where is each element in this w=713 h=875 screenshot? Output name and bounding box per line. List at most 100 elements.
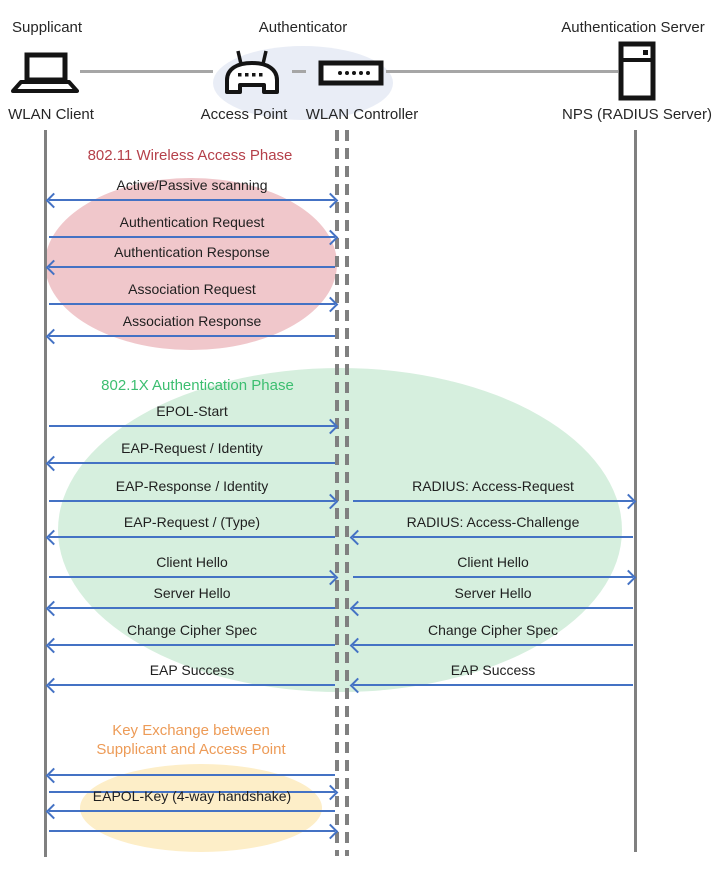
server-tower-icon bbox=[618, 41, 656, 101]
message-change-cipher-spec-left: Change Cipher Spec bbox=[45, 622, 336, 654]
lifeline-radius-server bbox=[634, 130, 637, 852]
message-handshake-1 bbox=[45, 752, 336, 784]
arrowhead-right-icon bbox=[322, 296, 339, 313]
arrow-line bbox=[353, 644, 633, 646]
lifeline-authenticator-dashed-left bbox=[335, 130, 339, 856]
controller-box-icon bbox=[318, 60, 384, 86]
role-authenticator: Authenticator bbox=[258, 19, 348, 36]
role-supplicant: Supplicant bbox=[12, 19, 83, 36]
message-arrow bbox=[45, 259, 336, 276]
arrowhead-left-icon bbox=[349, 529, 366, 546]
message-eapol-key-handshake: EAPOL-Key (4-way handshake) bbox=[45, 788, 336, 820]
message-label: RADIUS: Access-Challenge bbox=[406, 514, 580, 530]
arrowhead-left-icon bbox=[349, 600, 366, 617]
arrowhead-right-icon bbox=[322, 229, 339, 246]
message-arrow bbox=[352, 569, 637, 586]
message-server-hello-left: Server Hello bbox=[45, 585, 336, 617]
arrowhead-right-icon bbox=[322, 823, 339, 840]
message-arrow bbox=[45, 600, 336, 617]
message-label: Change Cipher Spec bbox=[127, 622, 257, 638]
arrow-line bbox=[49, 576, 335, 578]
message-label: Authentication Request bbox=[119, 214, 265, 230]
arrowhead-right-icon bbox=[620, 569, 637, 586]
arrow-line bbox=[353, 536, 633, 538]
arrowhead-right-icon bbox=[322, 569, 339, 586]
arrow-line bbox=[49, 607, 335, 609]
message-label: Association Response bbox=[122, 313, 262, 329]
arrowhead-left-icon bbox=[349, 677, 366, 694]
message-arrow bbox=[45, 767, 336, 784]
message-arrow bbox=[48, 229, 339, 246]
message-label: Active/Passive scanning bbox=[116, 177, 268, 193]
message-arrow bbox=[349, 529, 634, 546]
message-arrow bbox=[349, 600, 634, 617]
message-arrow bbox=[45, 192, 339, 209]
message-label: EAP Success bbox=[149, 662, 235, 678]
arrow-line bbox=[353, 684, 633, 686]
arrowhead-left-icon bbox=[45, 259, 62, 276]
message-arrow bbox=[45, 529, 336, 546]
message-label bbox=[48, 808, 336, 825]
laptop-icon bbox=[11, 52, 79, 93]
arrowhead-left-icon bbox=[45, 529, 62, 546]
connector-wlc-server bbox=[386, 70, 618, 73]
arrow-line bbox=[353, 576, 633, 578]
arrowhead-left-icon bbox=[45, 455, 62, 472]
arrowhead-left-icon bbox=[45, 328, 62, 345]
message-label: EAP-Request / (Type) bbox=[123, 514, 261, 530]
message-change-cipher-spec-right: Change Cipher Spec bbox=[349, 622, 634, 654]
message-association-response: Association Response bbox=[45, 313, 336, 345]
message-label: Association Request bbox=[128, 281, 256, 297]
phase2-ellipse bbox=[58, 368, 622, 692]
message-eap-response-identity: EAP-Response / Identity bbox=[48, 478, 339, 510]
message-arrow bbox=[45, 455, 336, 472]
role-authentication-server: Authentication Server bbox=[561, 19, 705, 36]
arrow-line bbox=[49, 500, 335, 502]
device-nps-radius-server: NPS (RADIUS Server) bbox=[561, 106, 713, 123]
device-wlan-controller: WLAN Controller bbox=[305, 106, 419, 123]
connector-client-ap bbox=[80, 70, 213, 73]
arrow-line bbox=[49, 199, 335, 201]
message-arrow bbox=[48, 418, 339, 435]
message-authentication-request: Authentication Request bbox=[48, 214, 339, 246]
arrow-line bbox=[49, 236, 335, 238]
message-label: RADIUS: Access-Request bbox=[412, 478, 574, 494]
message-arrow bbox=[48, 784, 339, 801]
arrowhead-left-icon bbox=[45, 192, 62, 209]
message-handshake-4 bbox=[48, 808, 339, 840]
arrow-line bbox=[49, 830, 335, 832]
message-radius-access-request: RADIUS: Access-Request bbox=[352, 478, 637, 510]
message-eap-success-right: EAP Success bbox=[349, 662, 634, 694]
lifeline-wlan-client bbox=[44, 130, 47, 857]
arrow-line bbox=[353, 500, 633, 502]
message-arrow bbox=[349, 637, 634, 654]
message-label: Authentication Response bbox=[114, 244, 270, 260]
message-label: Client Hello bbox=[156, 554, 228, 570]
wireless-router-icon bbox=[225, 50, 279, 94]
arrow-line bbox=[49, 684, 335, 686]
arrow-line bbox=[49, 335, 335, 337]
message-label: EAP-Request / Identity bbox=[121, 440, 263, 456]
message-label: Change Cipher Spec bbox=[428, 622, 558, 638]
message-server-hello-right: Server Hello bbox=[349, 585, 634, 617]
arrow-line bbox=[49, 536, 335, 538]
message-arrow bbox=[349, 677, 634, 694]
arrow-line bbox=[49, 774, 335, 776]
arrow-line bbox=[353, 607, 633, 609]
phase3-ellipse bbox=[80, 764, 322, 852]
phase3-title: Key Exchange between Supplicant and Acce… bbox=[80, 721, 302, 759]
arrowhead-left-icon bbox=[45, 600, 62, 617]
arrowhead-right-icon bbox=[322, 493, 339, 510]
message-eap-request-type: EAP-Request / (Type) bbox=[45, 514, 336, 546]
message-label: EAPOL-Key (4-way handshake) bbox=[92, 788, 292, 804]
arrowhead-right-icon bbox=[322, 192, 339, 209]
lifeline-authenticator-dashed-right bbox=[345, 130, 349, 856]
arrowhead-right-icon bbox=[322, 418, 339, 435]
message-client-hello-right: Client Hello bbox=[352, 554, 637, 586]
message-arrow bbox=[48, 823, 339, 840]
message-client-hello-left: Client Hello bbox=[48, 554, 339, 586]
phase2-title: 802.1X Authentication Phase bbox=[101, 377, 294, 394]
message-label: EPOL-Start bbox=[156, 403, 228, 419]
phase1-title: 802.11 Wireless Access Phase bbox=[87, 147, 293, 164]
